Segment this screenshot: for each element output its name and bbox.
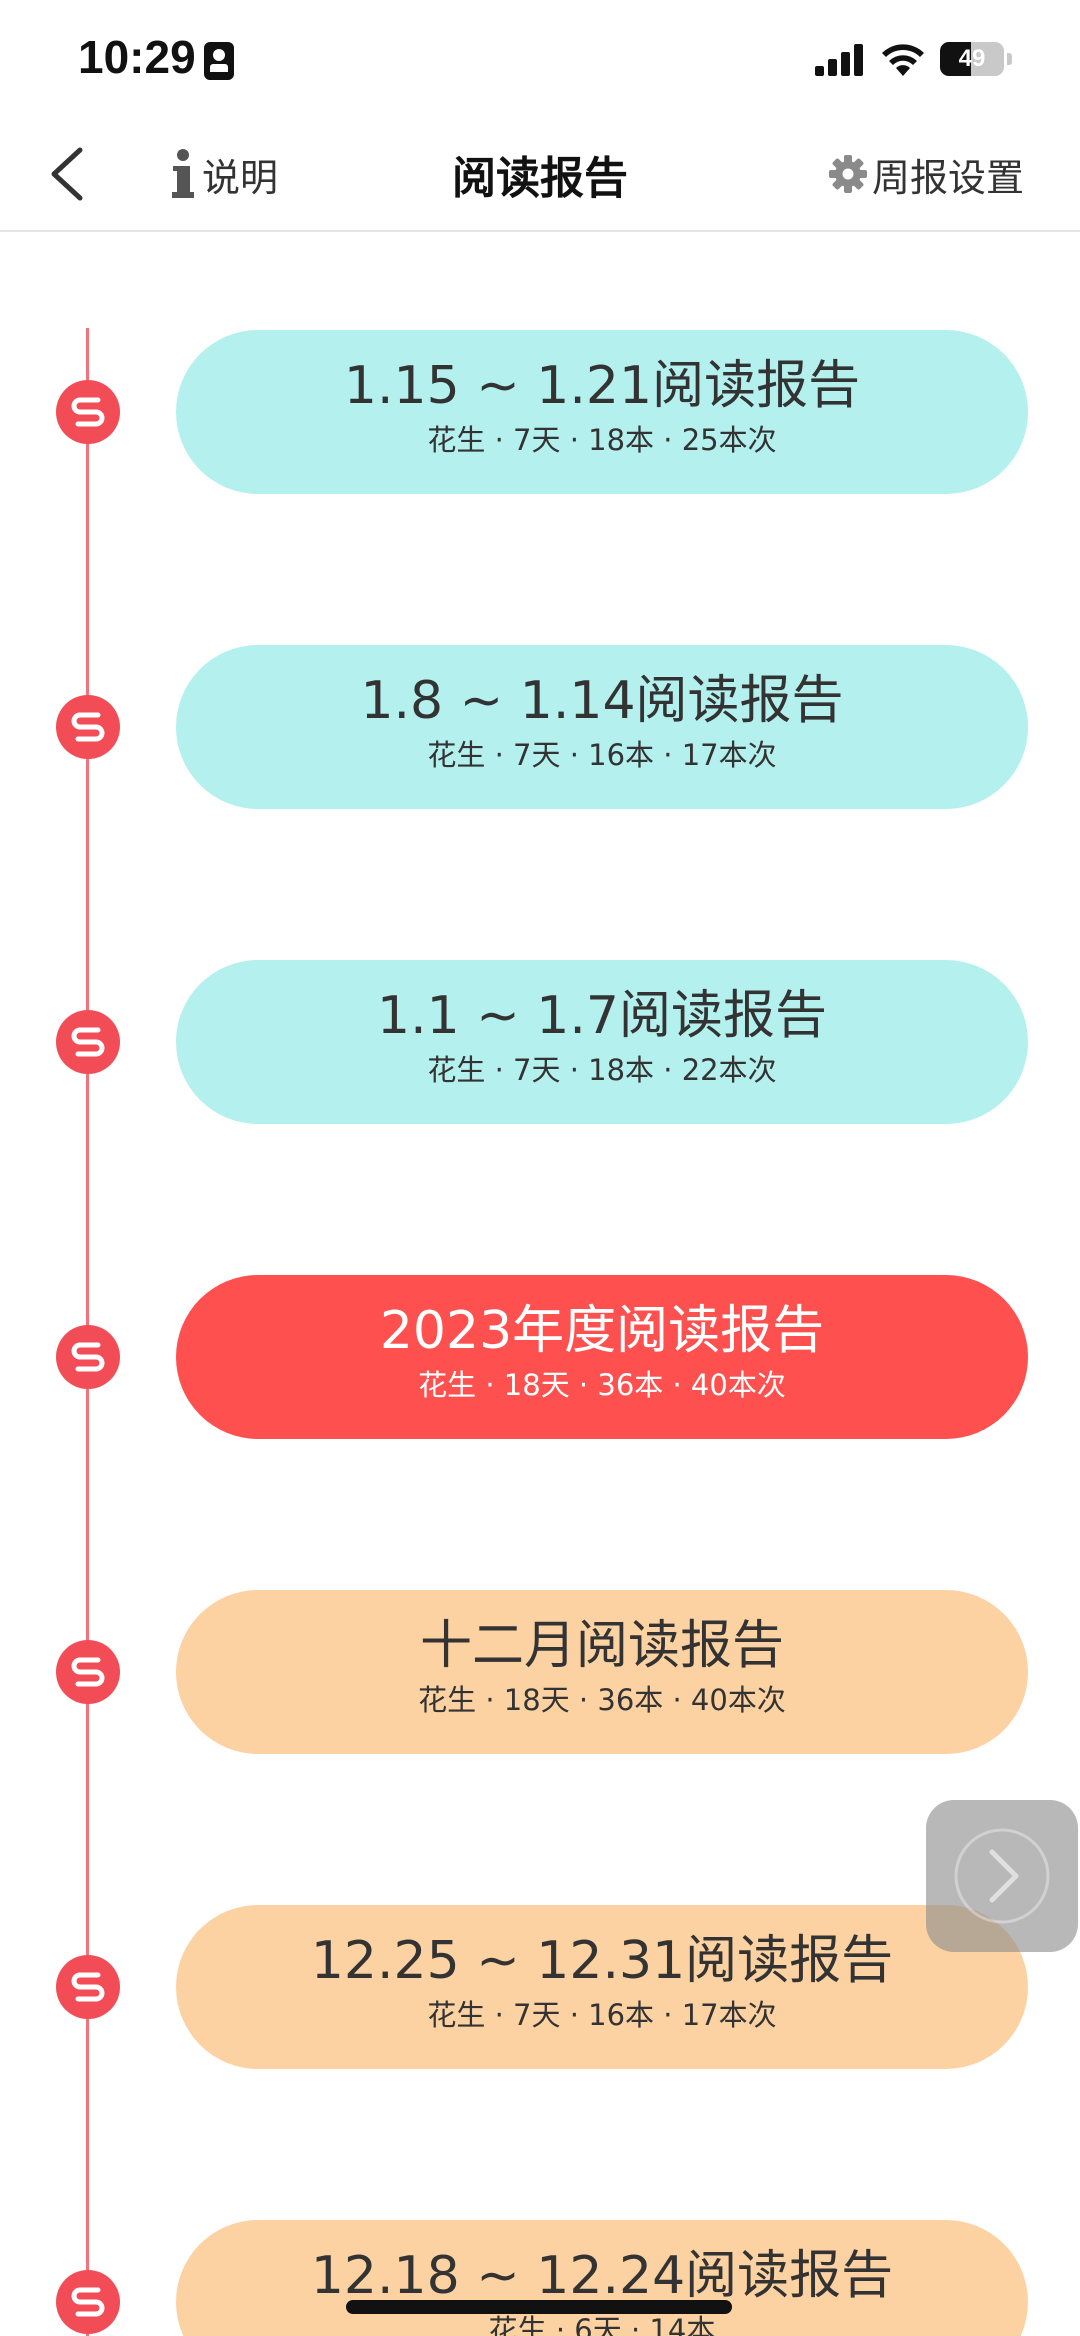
info-button[interactable]: 说明 (170, 144, 278, 204)
gear-icon (828, 155, 867, 193)
home-indicator[interactable] (346, 2300, 732, 2314)
report-item[interactable]: 2023年度阅读报告 花生 · 18天 · 36本 · 40本次 (176, 1275, 1028, 1439)
s-logo-icon (56, 1640, 120, 1704)
nav-bar: 说明 阅读报告 周报设置 (0, 120, 1080, 232)
report-item[interactable]: 12.18 ~ 12.24阅读报告 花生 · 6天 · 14本 (176, 2220, 1028, 2336)
cellular-signal-icon (815, 44, 863, 76)
weekly-report-settings-button[interactable]: 周报设置 (828, 144, 1024, 204)
report-row: 1.1 ~ 1.7阅读报告 花生 · 7天 · 18本 · 22本次 (0, 960, 1080, 1124)
report-summary: 花生 · 7天 · 16本 · 17本次 (427, 738, 777, 772)
wifi-icon (882, 44, 924, 76)
report-summary: 花生 · 7天 · 16本 · 17本次 (427, 1998, 777, 2032)
s-logo-icon (56, 695, 120, 759)
report-row: 12.18 ~ 12.24阅读报告 花生 · 6天 · 14本 (0, 2220, 1080, 2336)
back-button[interactable] (40, 142, 100, 206)
floating-next-button[interactable] (926, 1800, 1078, 1952)
battery-level: 49 (958, 45, 986, 72)
report-title: 12.25 ~ 12.31阅读报告 (310, 1931, 894, 1991)
chevron-right-icon (954, 1828, 1050, 1924)
report-title: 十二月阅读报告 (419, 1616, 784, 1676)
report-row: 十二月阅读报告 花生 · 18天 · 36本 · 40本次 (0, 1590, 1080, 1754)
report-title: 2023年度阅读报告 (379, 1301, 825, 1361)
info-label: 说明 (202, 155, 279, 200)
s-logo-icon (56, 380, 120, 444)
s-logo-icon (56, 1010, 120, 1074)
report-summary: 花生 · 6天 · 14本 (488, 2313, 716, 2336)
report-item[interactable]: 1.1 ~ 1.7阅读报告 花生 · 7天 · 18本 · 22本次 (176, 960, 1028, 1124)
battery-fill (940, 42, 972, 76)
s-logo-icon (56, 1955, 120, 2019)
report-title: 1.15 ~ 1.21阅读报告 (343, 356, 861, 416)
chevron-left-icon (51, 147, 83, 201)
s-logo-icon (56, 1325, 120, 1389)
info-icon (172, 149, 194, 198)
report-row: 1.8 ~ 1.14阅读报告 花生 · 7天 · 16本 · 17本次 (0, 645, 1080, 809)
report-summary: 花生 · 7天 · 18本 · 22本次 (427, 1053, 777, 1087)
report-item[interactable]: 十二月阅读报告 花生 · 18天 · 36本 · 40本次 (176, 1590, 1028, 1754)
contact-card-icon (204, 42, 234, 80)
report-row: 2023年度阅读报告 花生 · 18天 · 36本 · 40本次 (0, 1275, 1080, 1439)
report-item[interactable]: 1.15 ~ 1.21阅读报告 花生 · 7天 · 18本 · 25本次 (176, 330, 1028, 494)
s-logo-icon (56, 2270, 120, 2334)
report-title: 12.18 ~ 12.24阅读报告 (310, 2246, 894, 2306)
settings-label: 周报设置 (871, 155, 1024, 200)
status-bar: 10:29 49 (0, 0, 1080, 120)
report-summary: 花生 · 18天 · 36本 · 40本次 (418, 1683, 786, 1717)
report-row: 1.15 ~ 1.21阅读报告 花生 · 7天 · 18本 · 25本次 (0, 330, 1080, 494)
report-item[interactable]: 1.8 ~ 1.14阅读报告 花生 · 7天 · 16本 · 17本次 (176, 645, 1028, 809)
report-summary: 花生 · 7天 · 18本 · 25本次 (427, 423, 777, 457)
battery-icon: 49 (940, 42, 1004, 76)
status-time: 10:29 (78, 31, 196, 83)
report-title: 1.1 ~ 1.7阅读报告 (376, 986, 828, 1046)
report-summary: 花生 · 18天 · 36本 · 40本次 (418, 1368, 786, 1402)
report-title: 1.8 ~ 1.14阅读报告 (360, 671, 844, 731)
report-item[interactable]: 12.25 ~ 12.31阅读报告 花生 · 7天 · 16本 · 17本次 (176, 1905, 1028, 2069)
report-row: 12.25 ~ 12.31阅读报告 花生 · 7天 · 16本 · 17本次 (0, 1905, 1080, 2069)
battery-cap (1007, 53, 1012, 65)
